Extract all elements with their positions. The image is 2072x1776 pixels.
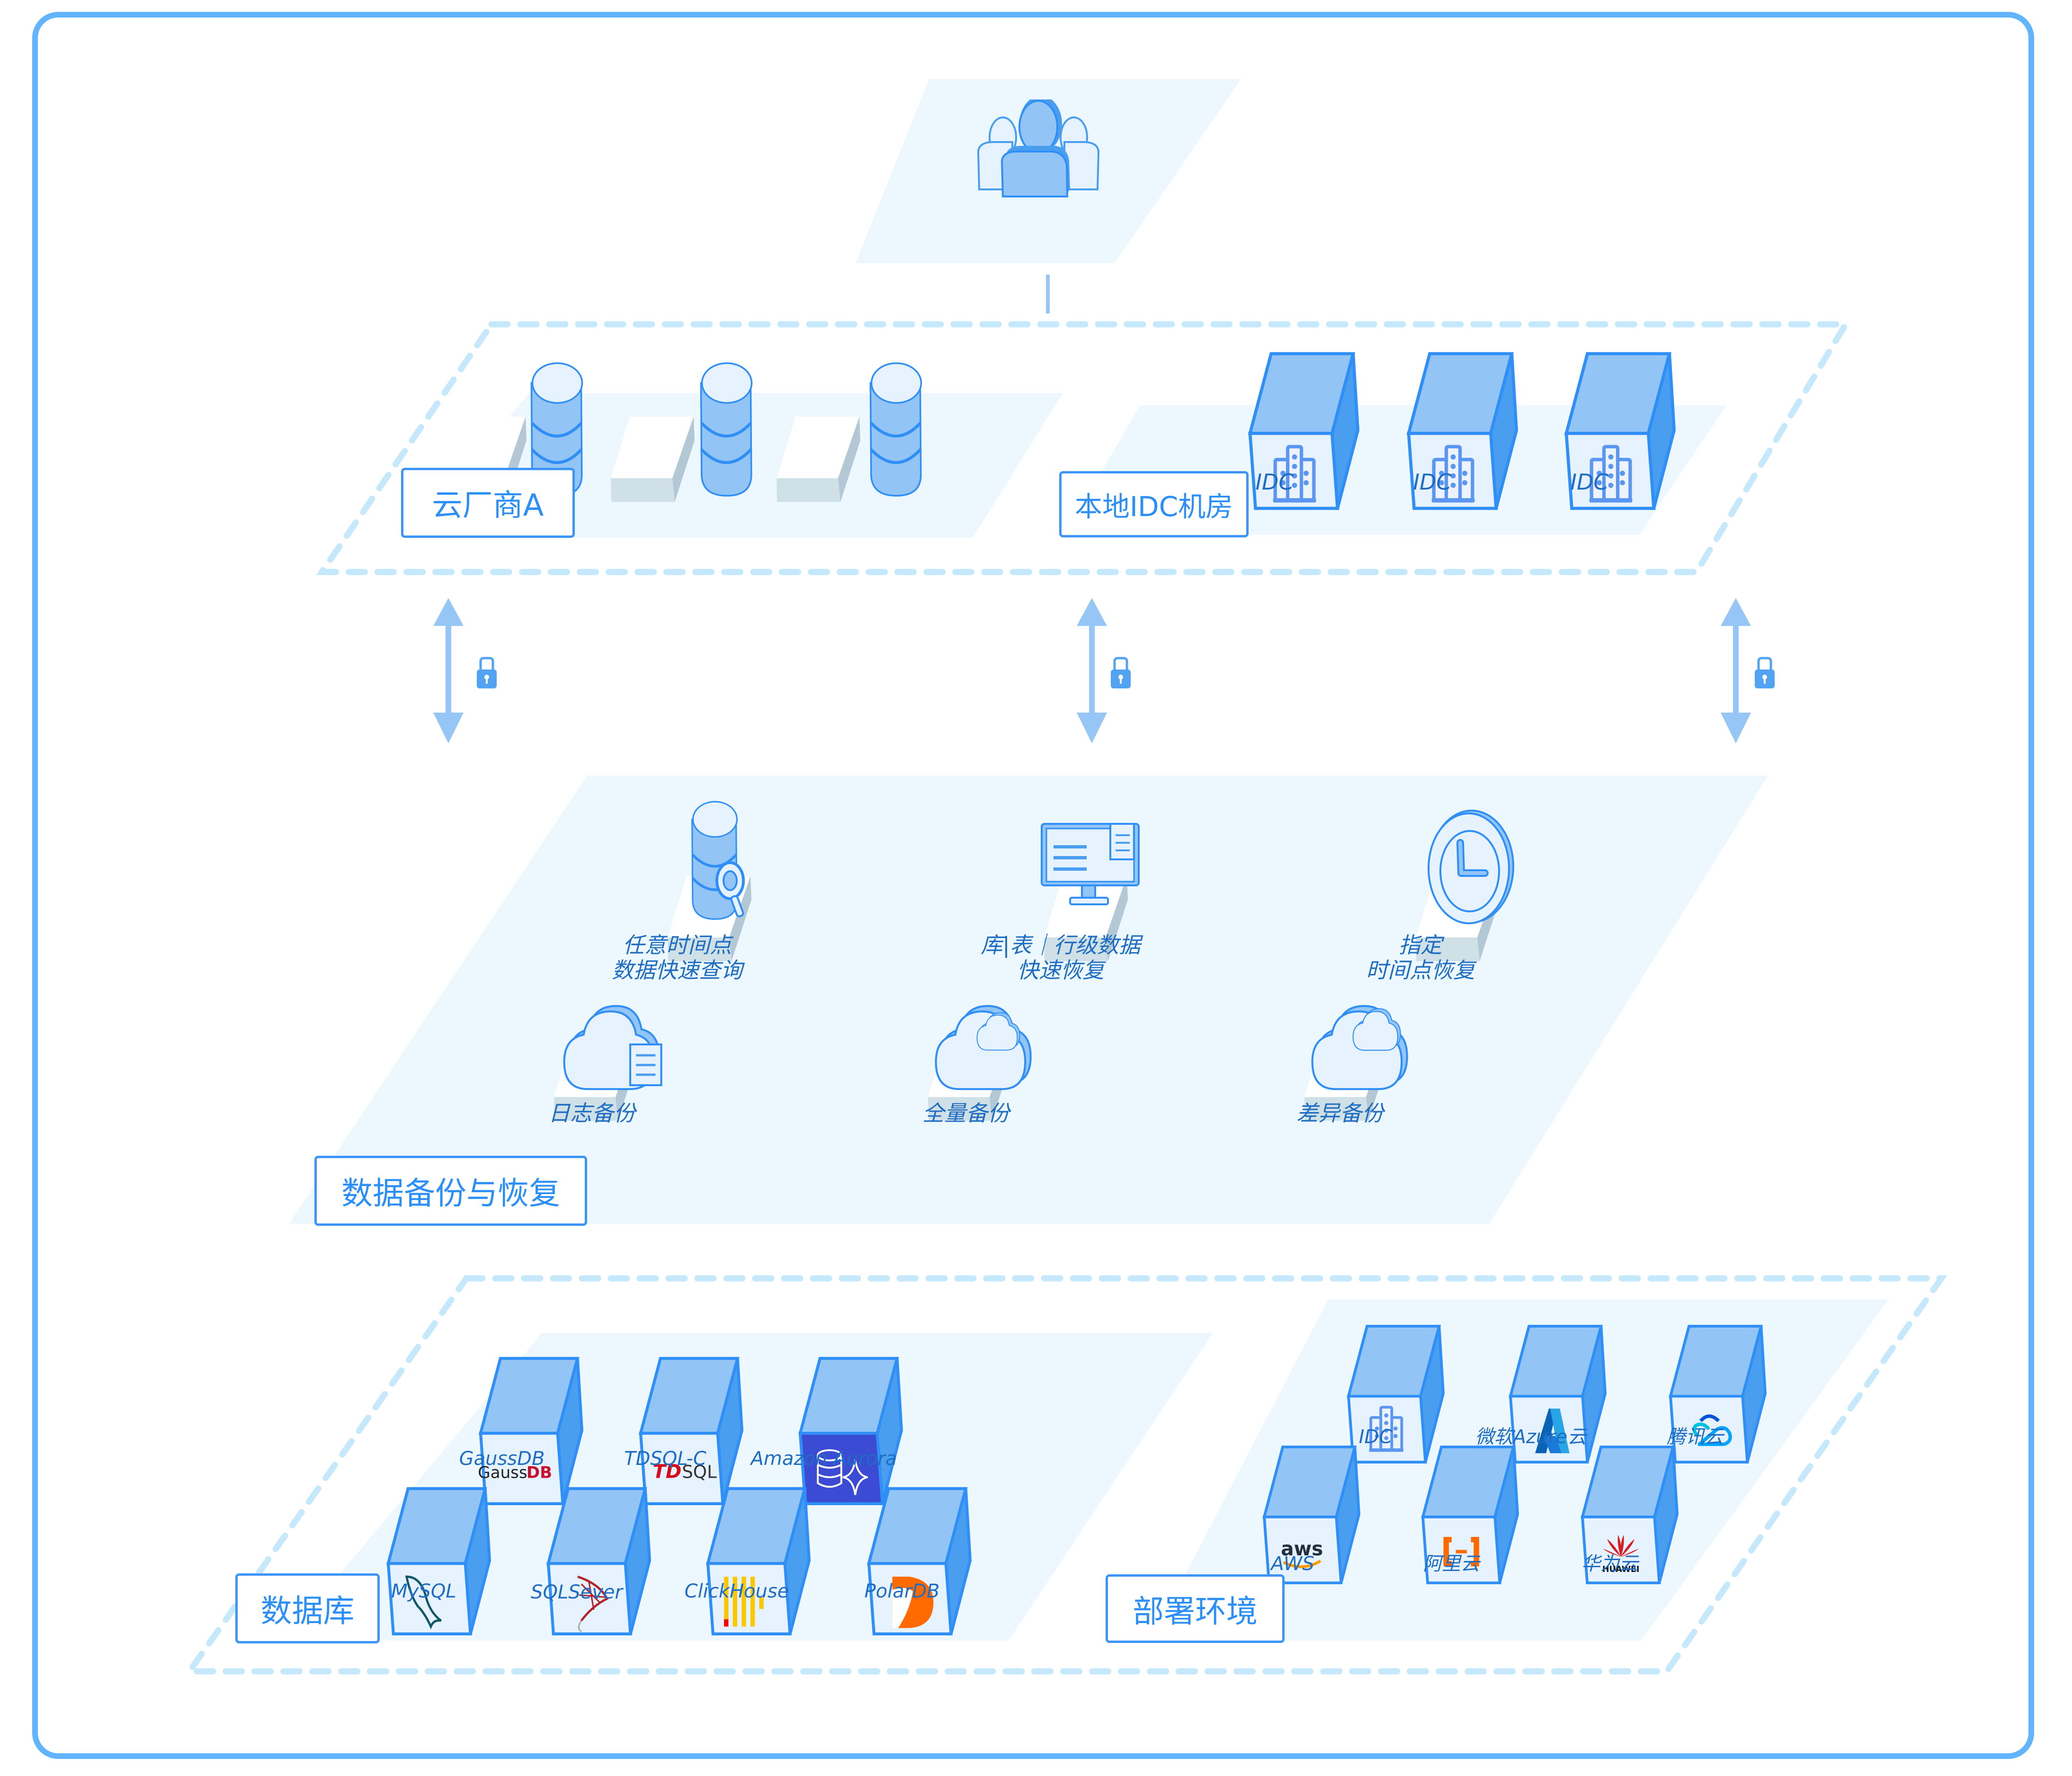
feature-line: 数据快速查询 <box>612 957 742 983</box>
secure-link-2 <box>1077 598 1107 743</box>
backup-type-caption: 日志备份 <box>548 1100 635 1126</box>
secure-link-3 <box>1721 598 1751 743</box>
db-caption: Amazon Aurora <box>750 1448 897 1470</box>
feature-caption-pitr-restore: 指定 时间点恢复 <box>1366 933 1475 983</box>
backup-restore-label: 数据备份与恢复 <box>314 1156 587 1226</box>
outer-frame <box>32 12 2034 1759</box>
deploy-env-label-text: 部署环境 <box>1133 1593 1258 1630</box>
idc-caption: IDC <box>1570 469 1609 495</box>
backup-type-caption: 差异备份 <box>1296 1100 1384 1126</box>
secure-link-1 <box>433 598 464 743</box>
svg-text:TD: TD <box>652 1461 681 1483</box>
huawei-logo-icon: HUAWEI <box>1582 1447 1677 1583</box>
feature-caption-granular-restore: 库|表｜行级数据 快速恢复 <box>981 933 1141 983</box>
backup-panel <box>289 776 1768 1224</box>
idc-caption: IDC <box>1413 469 1452 495</box>
db-caption: TDSQL-C <box>624 1448 706 1470</box>
lock-icon <box>1111 657 1131 688</box>
svg-text:DB: DB <box>527 1464 552 1482</box>
polardb-logo-icon <box>869 1489 970 1634</box>
feature-caption-pitr-query: 任意时间点 数据快速查询 <box>612 933 742 983</box>
idc-caption: IDC <box>1255 469 1294 495</box>
svg-text:SQL: SQL <box>682 1462 717 1482</box>
feature-line: 时间点恢复 <box>1366 957 1475 983</box>
users-icon <box>977 99 1100 197</box>
cloud-log-icon <box>564 1006 662 1089</box>
database-search-icon <box>692 802 745 919</box>
db-caption: PolarDB <box>864 1580 940 1602</box>
feature-line: 任意时间点 <box>623 932 732 958</box>
db-caption: MySQL <box>391 1580 456 1602</box>
db-caption: GaussDB <box>459 1448 545 1470</box>
clock-icon <box>1428 810 1514 924</box>
deploy-caption: 腾讯云 <box>1667 1426 1724 1448</box>
db-caption: ClickHouse <box>684 1580 789 1602</box>
deploy-caption: IDC <box>1358 1426 1393 1448</box>
sqlserver-logo-icon <box>548 1489 650 1634</box>
deploy-caption: 阿里云 <box>1423 1553 1480 1575</box>
tencent-cloud-logo-icon <box>1670 1326 1765 1462</box>
deploy-caption: 微软Azure云 <box>1475 1426 1587 1448</box>
local-idc-label: 本地IDC机房 <box>1059 471 1249 537</box>
lock-icon <box>477 657 497 688</box>
aliyun-logo-icon <box>1423 1447 1518 1583</box>
clickhouse-logo-icon <box>708 1489 809 1634</box>
deploy-caption: 华为云 <box>1581 1553 1638 1575</box>
databases-label: 数据库 <box>235 1573 380 1643</box>
databases-label-text: 数据库 <box>260 1593 355 1629</box>
monitor-list-icon <box>1041 823 1140 905</box>
gaussdb-logo-icon: Gauss DB <box>478 1358 582 1504</box>
backup-type-caption: 全量备份 <box>922 1100 1009 1126</box>
aws-logo-icon: aws <box>1264 1447 1359 1583</box>
svg-text:HUAWEI: HUAWEI <box>1602 1565 1639 1574</box>
svg-text:Gauss: Gauss <box>478 1464 527 1482</box>
sources-layer-outline <box>316 321 1851 575</box>
local-idc-label-text: 本地IDC机房 <box>1074 491 1233 523</box>
feature-line: 库|表｜行级数据 <box>981 932 1141 958</box>
cloud-vendor-label: 云厂商A <box>401 468 575 538</box>
lock-icon <box>1755 657 1775 688</box>
deploy-env-label: 部署环境 <box>1106 1574 1285 1643</box>
cloud-vendor-label-text: 云厂商A <box>432 488 544 523</box>
backup-restore-label-text: 数据备份与恢复 <box>341 1175 560 1212</box>
amazon-aurora-logo-icon <box>798 1357 903 1505</box>
deploy-caption: AWS <box>1271 1553 1314 1575</box>
mysql-dolphin-icon <box>388 1489 490 1634</box>
feature-line: 快速恢复 <box>1017 957 1104 983</box>
tdsql-logo-icon: TD SQL <box>641 1358 742 1504</box>
base-layer-outline <box>183 1275 1947 1675</box>
svg-text:aws: aws <box>1281 1537 1323 1560</box>
db-caption: SQLSever <box>531 1581 623 1603</box>
feature-line: 指定 <box>1399 932 1442 958</box>
azure-logo-icon <box>1510 1326 1605 1462</box>
